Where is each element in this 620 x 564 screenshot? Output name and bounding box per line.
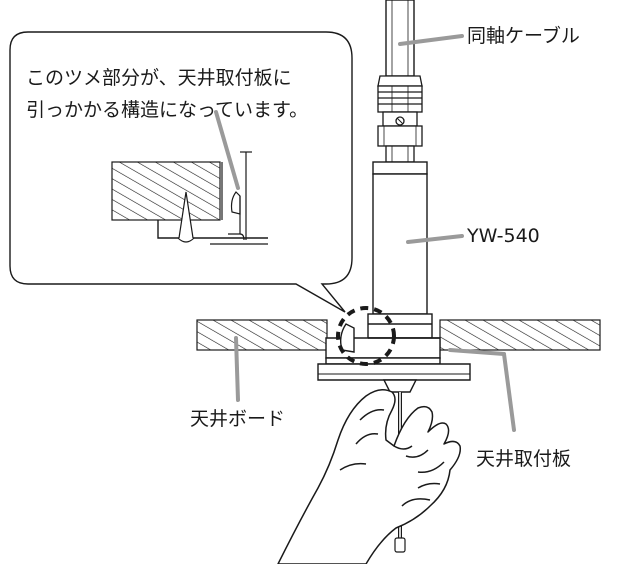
ceiling-board — [196, 319, 601, 351]
plate-label: 天井取付板 — [476, 448, 572, 470]
model-label: YW-540 — [467, 225, 540, 247]
antenna-body — [317, 161, 471, 393]
board-label: 天井ボード — [190, 408, 286, 430]
claw-highlight-circle — [336, 306, 396, 366]
hand-illustration — [277, 389, 462, 564]
callout-line-1: このツメ部分が、天井取付板に — [26, 67, 292, 89]
callout-detail — [111, 110, 268, 245]
leader-lines — [234, 34, 516, 432]
connector — [377, 75, 423, 163]
callout-text: このツメ部分が、天井取付板に 引っかかる構造になっています。 — [26, 62, 308, 126]
coaxial-cable — [385, 0, 415, 77]
callout-line-2: 引っかかる構造になっています。 — [26, 99, 309, 121]
cable-label: 同軸ケーブル — [467, 25, 580, 47]
